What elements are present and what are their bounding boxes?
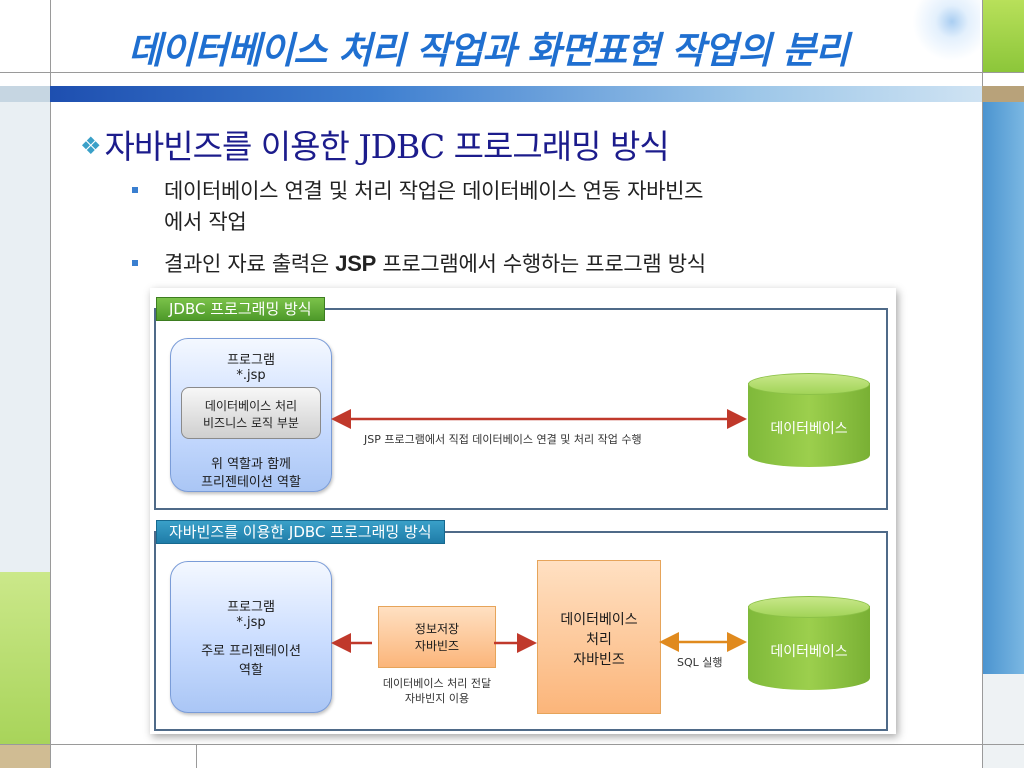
bullet-2-jsp: JSP xyxy=(335,251,376,276)
bean1-line-2: 자바빈즈 xyxy=(414,639,460,653)
database-cylinder-1: 데이터베이스 xyxy=(748,373,870,467)
bean2-line-3: 자바빈즈 xyxy=(573,652,625,668)
database-label-1: 데이터베이스 xyxy=(770,421,848,437)
logic-line-2: 비즈니스 로직 부분 xyxy=(203,416,299,430)
main-heading-text: 자바빈즈를 이용한 JDBC 프로그래밍 방식 xyxy=(104,127,670,166)
title-band xyxy=(50,86,982,102)
sparkle-decoration xyxy=(910,0,980,72)
frame-line-left xyxy=(50,0,51,768)
slide-title: 데이터베이스 처리 작업과 화면표현 작업의 분리 xyxy=(128,28,849,72)
frame-line-right xyxy=(982,0,983,768)
panel-1-tab: JDBC 프로그래밍 방식 xyxy=(156,297,325,321)
decor-block-top-right-green xyxy=(982,0,1024,72)
bullet-2-before: 결과인 자료 출력은 xyxy=(164,252,336,276)
info-storage-bean-box: 정보저장 자바빈즈 xyxy=(378,606,496,668)
title-band-right xyxy=(982,86,1024,102)
database-cylinder-top xyxy=(748,373,870,395)
panel-2-tab: 자바빈즈를 이용한 JDBC 프로그래밍 방식 xyxy=(156,520,445,544)
square-bullet-icon xyxy=(132,187,138,193)
decor-block-right-gray xyxy=(982,674,1024,768)
role-line-2: 프리젠테이션 역할 xyxy=(201,475,301,490)
diamond-bullet-icon: ❖ xyxy=(80,132,101,160)
square-bullet-icon xyxy=(132,260,138,266)
program-file: *.jsp xyxy=(236,368,266,383)
main-heading: ❖자바빈즈를 이용한 JDBC 프로그래밍 방식 xyxy=(80,120,980,166)
frame-line-bottom xyxy=(0,744,1024,745)
bean1-caption-1: 데이터베이스 처리 전달 xyxy=(382,677,492,690)
program-title: 프로그램 xyxy=(227,353,275,368)
database-cylinder-top xyxy=(748,596,870,618)
program-title-2: 프로그램 xyxy=(227,600,275,615)
role-line-1-2: 주로 프리젠테이션 xyxy=(201,644,301,659)
diagram-arrows xyxy=(331,409,747,653)
decor-block-left-green xyxy=(0,572,50,744)
role-line-2-2: 역할 xyxy=(239,663,263,678)
title-band-left xyxy=(0,86,50,102)
bean1-line-1: 정보저장 xyxy=(414,622,460,636)
bullet-1-line-2: 에서 작업 xyxy=(164,210,247,234)
decor-block-left-tan xyxy=(0,744,50,768)
frame-line-bottom-inner xyxy=(196,744,197,768)
program-file-2: *.jsp xyxy=(236,615,266,630)
jdbc-diagram: JDBC 프로그래밍 방식 프로그램 *.jsp 데이터베이스 처리 비즈니스 … xyxy=(150,288,896,734)
bullet-1-line-1: 데이터베이스 연결 및 처리 작업은 데이터베이스 연동 자바빈즈 xyxy=(164,179,704,203)
logic-line-1: 데이터베이스 처리 xyxy=(204,399,298,413)
bullet-2-text: 결과인 자료 출력은 JSP 프로그램에서 수행하는 프로그램 방식 xyxy=(164,248,706,278)
database-cylinder-2: 데이터베이스 xyxy=(748,596,870,690)
business-logic-box: 데이터베이스 처리 비즈니스 로직 부분 xyxy=(181,387,321,439)
database-label-2: 데이터베이스 xyxy=(770,644,848,660)
role-line-1: 위 역할과 함께 xyxy=(210,457,292,472)
direct-connection-label: JSP 프로그램에서 직접 데이터베이스 연결 및 처리 작업 수행 xyxy=(364,433,642,446)
jsp-program-box-2: 프로그램 *.jsp 주로 프리젠테이션 역할 xyxy=(170,561,332,713)
bean2-line-1: 데이터베이스 xyxy=(560,612,638,628)
jsp-program-box-1: 프로그램 *.jsp 데이터베이스 처리 비즈니스 로직 부분 위 역할과 함께… xyxy=(170,338,332,492)
decor-block-right-blue xyxy=(982,102,1024,674)
database-cylinder-body xyxy=(748,606,870,690)
bullet-2-after: 프로그램에서 수행하는 프로그램 방식 xyxy=(375,252,706,276)
database-cylinder-body xyxy=(748,383,870,467)
sql-execution-label: SQL 실행 xyxy=(677,656,723,669)
frame-line-top xyxy=(0,72,1024,73)
bean1-caption-2: 자바빈지 이용 xyxy=(404,692,470,705)
decor-block-left-gray xyxy=(0,102,50,572)
bean2-line-2: 처리 xyxy=(586,632,612,648)
